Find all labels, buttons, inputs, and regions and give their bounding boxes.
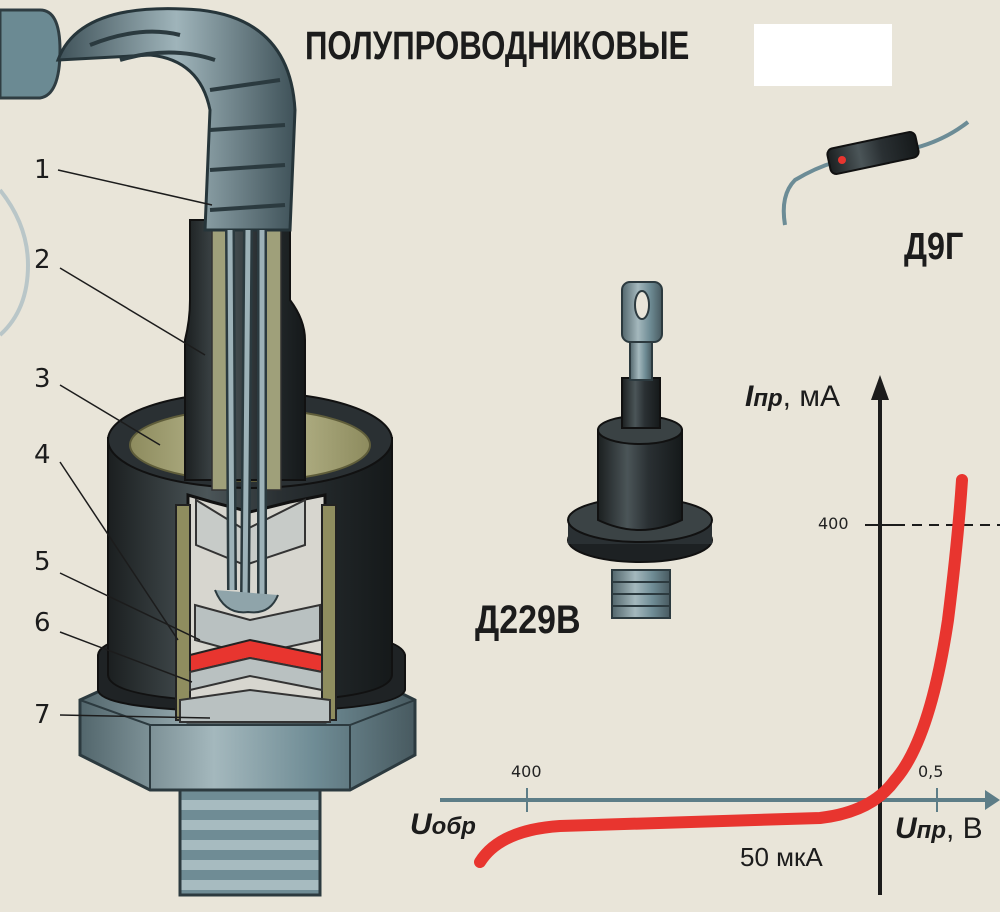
power-diode-cutaway [55,7,417,897]
x-axis-arrow [985,790,1000,810]
y-axis-label: Iпр, мА [745,380,840,413]
threaded-stud [178,788,322,897]
model-label-d229v: Д229В [475,598,581,642]
x-tick-05: 0,5 [918,762,944,781]
iv-characteristic-graph [440,375,1000,895]
part-label-3: 3 [34,364,51,394]
part-label-6: 6 [34,608,51,638]
leader-lines [57,169,213,719]
braided-wire [55,7,297,614]
poster-title: ПОЛУПРОВОДНИКОВЫЕ [305,24,690,68]
small-axial-diode [781,120,970,226]
part-label-4: 4 [34,440,51,470]
iv-curve [474,474,968,868]
part-label-1: 1 [34,155,51,185]
model-label-d9g: Д9Г [904,226,964,268]
title-blank-patch [754,24,892,86]
x-tick-reverse-400: 400 [511,762,542,781]
part-label-7: 7 [34,700,51,730]
y-axis-arrow [871,375,889,400]
medium-stud-diode [567,281,713,619]
crystal-stack [179,603,331,723]
left-terminal-fragment [0,8,62,100]
part-label-2: 2 [34,245,51,275]
left-disc-fragment [0,188,31,337]
reverse-axis-label: Uобр [410,808,476,841]
x-axis-label: Uпр, В [895,812,983,845]
y-tick-400: 400 [818,514,849,533]
reverse-current-label: 50 мкА [740,842,823,872]
part-label-5: 5 [34,547,51,577]
